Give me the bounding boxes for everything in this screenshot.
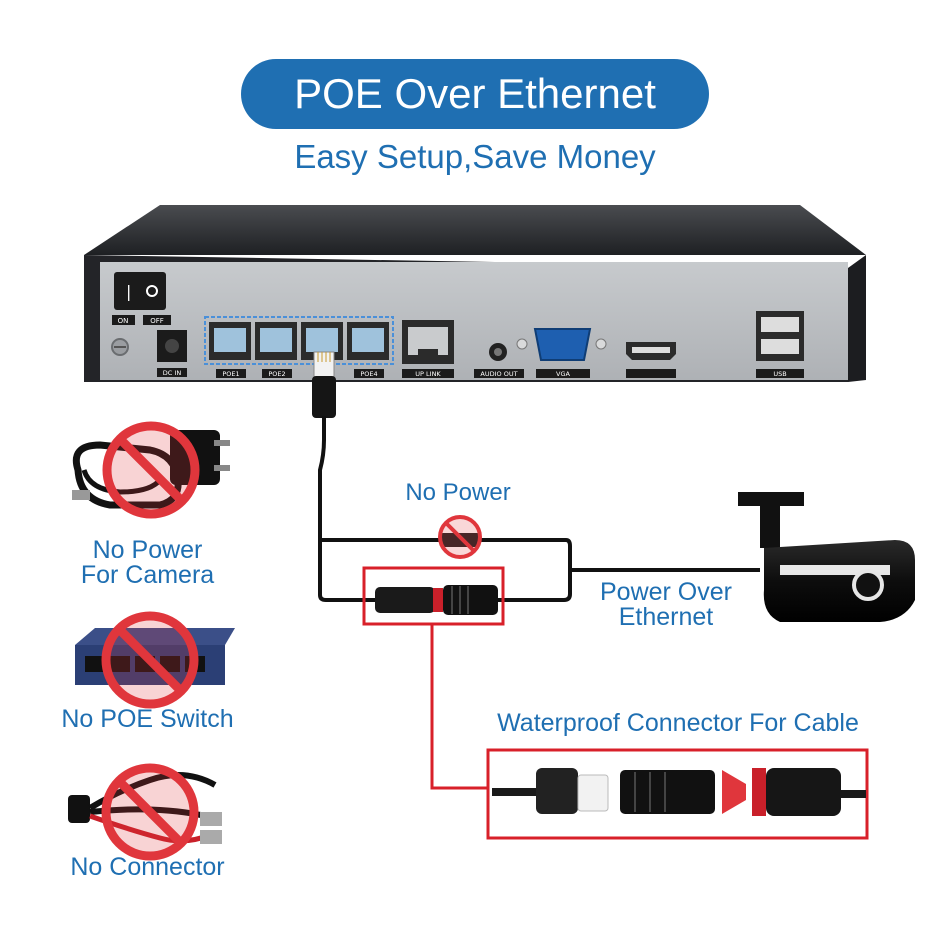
rear-panel bbox=[100, 262, 848, 380]
waterproof-label: Waterproof Connector For Cable bbox=[497, 709, 859, 737]
poe-ports bbox=[209, 322, 389, 360]
poe1-label: POE1 bbox=[222, 370, 239, 378]
waterproof-connector bbox=[375, 585, 498, 615]
no-power-camera-label: No Power For Camera bbox=[45, 538, 250, 588]
no-poe-switch-label: No POE Switch bbox=[61, 705, 234, 733]
no-power-camera-line1: No Power bbox=[92, 536, 203, 564]
power-adapter-icon bbox=[72, 426, 230, 514]
poe-label: Power Over Ethernet bbox=[578, 580, 754, 630]
switch-off-label: OFF bbox=[150, 317, 164, 325]
vga-label: VGA bbox=[556, 370, 570, 378]
usb-label: USB bbox=[773, 370, 786, 378]
connector-closeup bbox=[492, 768, 866, 816]
ethernet-cable bbox=[318, 416, 377, 602]
no-connector-label: No Connector bbox=[70, 853, 225, 881]
switch-on-label: ON bbox=[118, 317, 129, 325]
poe-label-line1: Power Over bbox=[600, 578, 732, 606]
uplink-label: UP LINK bbox=[415, 370, 441, 378]
page-subtitle: Easy Setup,Save Money bbox=[294, 138, 656, 175]
poe4-label: POE4 bbox=[360, 370, 377, 378]
poe2-label: POE2 bbox=[268, 370, 285, 378]
dc-in-label: DC IN bbox=[163, 369, 182, 377]
nvr-recorder: | ON OFF DC IN POE1 POE2 POE4 bbox=[84, 205, 866, 382]
page-title: POE Over Ethernet bbox=[294, 70, 656, 117]
network-switch-icon bbox=[75, 616, 235, 704]
bullet-camera-icon bbox=[738, 492, 915, 622]
no-power-camera-line2: For Camera bbox=[80, 561, 215, 589]
vga-port bbox=[533, 328, 592, 361]
power-switch bbox=[114, 272, 166, 310]
poe-label-line2: Ethernet bbox=[618, 603, 714, 631]
rj45-plug-icon bbox=[312, 351, 336, 418]
no-power-label: No Power bbox=[405, 479, 511, 506]
title-banner: POE Over Ethernet bbox=[241, 59, 709, 129]
splitter-cable-icon bbox=[68, 768, 222, 856]
audio-out-label: AUDIO OUT bbox=[480, 370, 517, 378]
svg-text:|: | bbox=[126, 282, 131, 301]
no-power-plug-icon bbox=[438, 515, 482, 559]
poe-port-highlight bbox=[204, 316, 394, 365]
